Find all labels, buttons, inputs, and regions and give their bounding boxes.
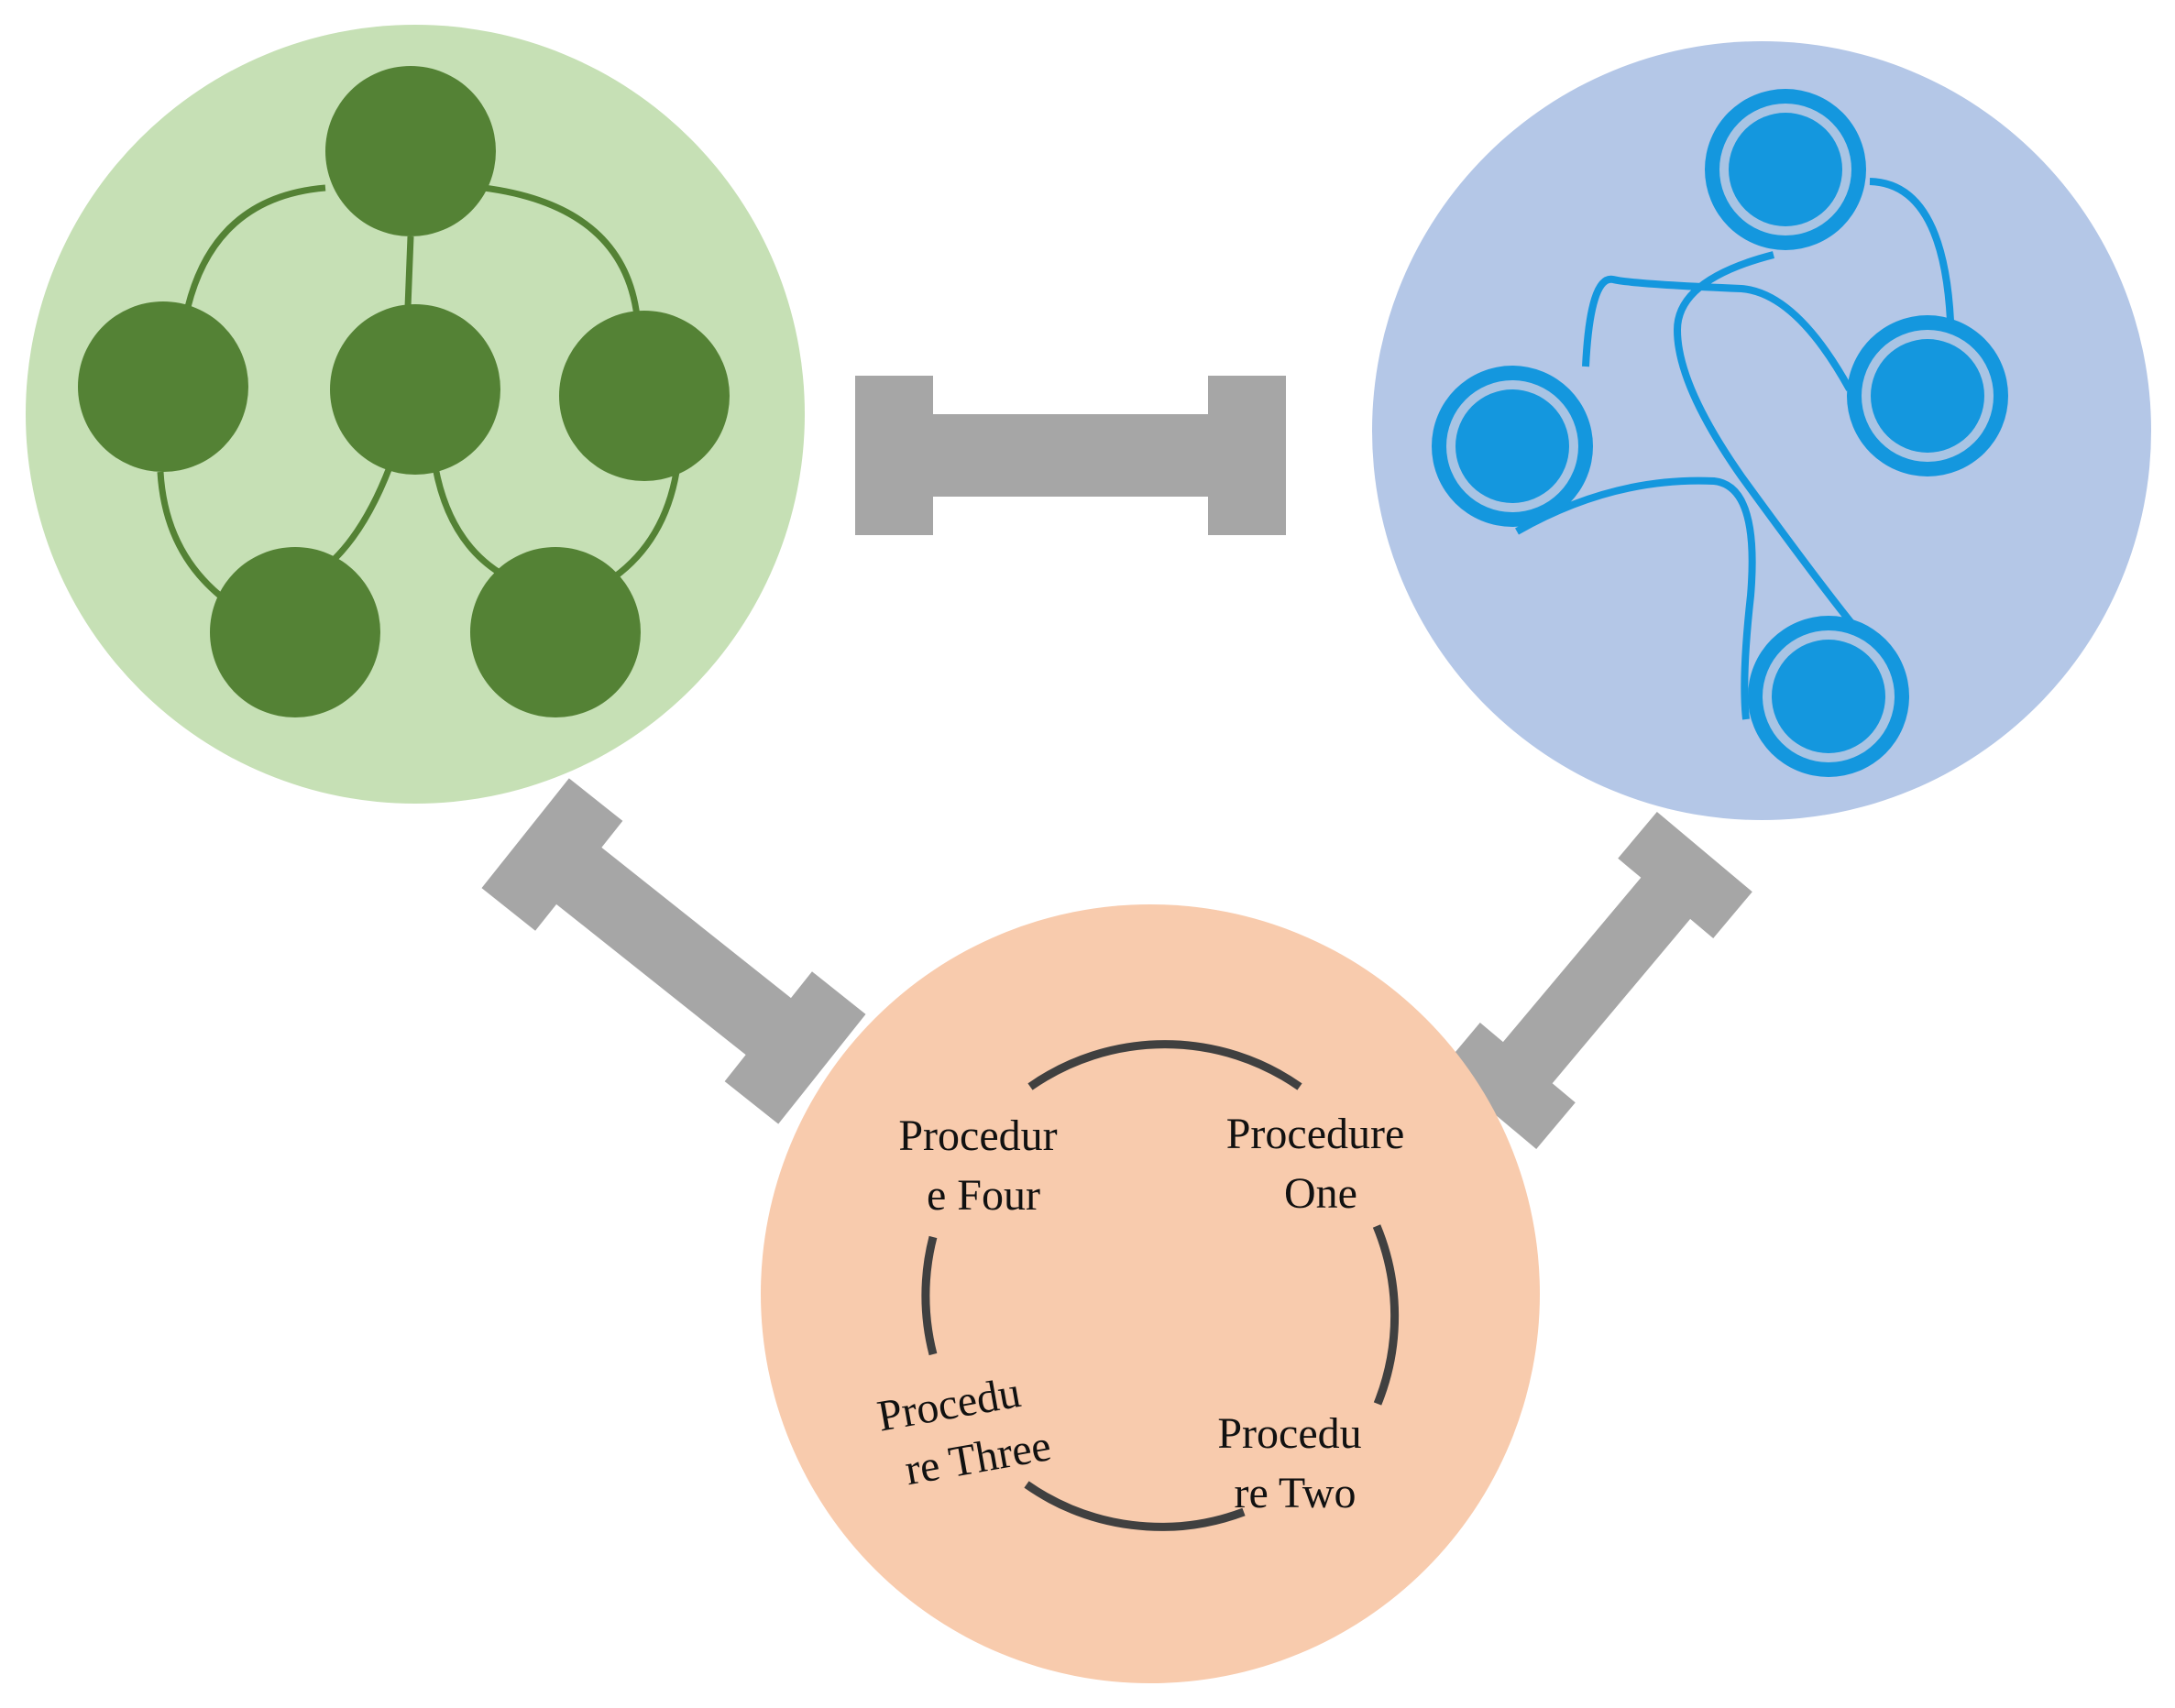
hierarchy-panel <box>26 25 805 804</box>
hierarchy-node-bottom-right <box>470 547 641 717</box>
procedure-one-label: Procedure One <box>1226 1110 1416 1218</box>
cycle-background-circle <box>761 904 1540 1683</box>
network-node-bottom <box>1748 616 1909 777</box>
network-nodes <box>1432 89 2008 777</box>
double-arrow-network-cycle <box>1441 811 1752 1150</box>
hierarchy-node-root <box>325 66 496 236</box>
arrows-group <box>481 376 1752 1150</box>
hierarchy-node-right <box>559 311 730 481</box>
hierarchy-node-center <box>330 304 500 475</box>
process-cycle-icon <box>921 1040 1400 1531</box>
network-graph-icon <box>1515 178 1954 720</box>
double-arrow-hierarchy-network <box>855 376 1286 535</box>
hierarchy-nodes <box>78 66 730 717</box>
network-node-top <box>1705 89 1866 250</box>
hierarchy-node-bottom-left <box>210 547 380 717</box>
network-background-circle <box>1372 41 2151 820</box>
network-panel <box>1372 41 2151 820</box>
hierarchy-node-left <box>78 301 248 472</box>
hierarchy-tree-icon <box>157 184 680 598</box>
network-node-left <box>1432 366 1593 527</box>
double-arrow-hierarchy-cycle <box>481 778 866 1124</box>
procedure-two-label: Procedu re Two <box>1217 1409 1372 1517</box>
procedure-four-label: Procedur e Four <box>898 1111 1068 1220</box>
network-node-right <box>1847 315 2008 476</box>
cycle-panel: Procedure One Procedu re Two Procedu re … <box>761 904 1540 1683</box>
